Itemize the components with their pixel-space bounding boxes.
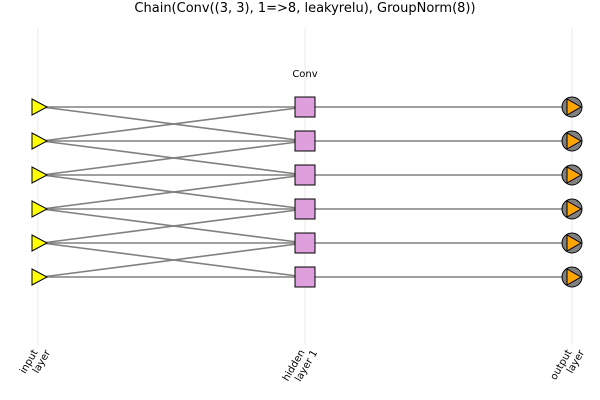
connection-edge	[41, 208, 306, 244]
connection-edge	[41, 106, 306, 142]
connections	[41, 106, 572, 278]
connection-edge	[41, 174, 306, 210]
xtick-output-layer: output layer	[549, 348, 588, 383]
xtick-input-layer: input layer	[18, 348, 53, 376]
hidden-node-square	[294, 232, 316, 254]
hidden-node-square	[294, 198, 316, 220]
hidden-node-square	[294, 266, 316, 288]
hidden-node-square	[294, 164, 316, 186]
hidden-node-square	[294, 96, 316, 118]
output-node-triangle	[566, 234, 583, 252]
layer-annotation-conv: Conv	[292, 69, 317, 80]
output-node-triangle	[566, 98, 583, 116]
input-node-triangle	[31, 234, 49, 252]
input-node-triangle	[31, 200, 49, 218]
input-node-triangle	[31, 166, 49, 184]
output-node-triangle	[566, 200, 583, 218]
diagram-title: Chain(Conv((3, 3), 1=>8, leakyrelu), Gro…	[134, 1, 475, 16]
input-node-triangle	[31, 98, 49, 116]
vertical-grid-lines	[37, 28, 573, 345]
output-node-triangle	[566, 166, 583, 184]
output-node-triangle	[566, 132, 583, 150]
connection-edge	[41, 140, 306, 176]
connection-edge	[41, 242, 306, 278]
output-node-triangle	[566, 268, 583, 286]
input-node-triangle	[31, 268, 49, 286]
input-node-triangle	[31, 132, 49, 150]
hidden-node-square	[294, 130, 316, 152]
nodes	[31, 96, 583, 288]
xtick-hidden-layer-1: hidden layer 1	[281, 348, 320, 384]
